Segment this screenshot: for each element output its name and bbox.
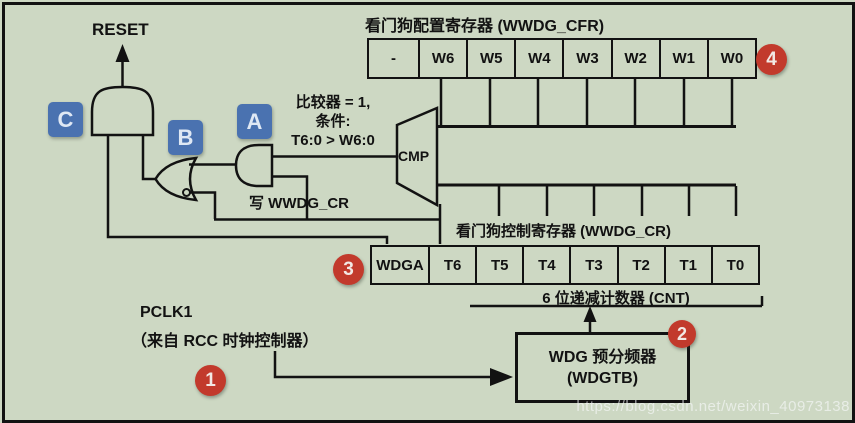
comparator-note-line2: 条件: [315,113,351,130]
comparator-note-line1: 比较器 = 1, [295,94,371,111]
write-wwdg-cr-label: 写 WWDG_CR [249,195,349,212]
cfr-bit-drops [439,79,734,125]
cfr-cell: W2 [610,40,659,77]
watermark-text: https://blog.csdn.net/weixin_40973138 [576,398,850,415]
comparator-note-line3: T6:0 > W6:0 [291,132,375,149]
and-gate-c [90,85,155,137]
pclk-route-line [273,351,492,379]
cfr-cell: W4 [514,40,562,77]
cfr-register: - W6 W5 W4 W3 W2 W1 W0 [367,38,757,79]
badge-1: 1 [195,365,226,396]
badge-3: 3 [333,254,364,285]
cr-register-title: 看门狗控制寄存器 (WWDG_CR) [456,223,671,240]
cfr-cell: - [391,50,396,67]
cnt-bracket [470,296,764,308]
cr-cell: T0 [710,247,758,283]
badge-4: 4 [756,44,787,75]
cnt-arrowhead [583,306,597,322]
pclk1-label: PCLK1 [140,304,193,321]
pclk1-source-label: （来自 RCC 时钟控制器） [131,333,319,350]
cr-cell: T2 [616,247,664,283]
cr-cell: WDGA [376,256,424,274]
cfr-cell: W3 [562,40,610,77]
b-inverted-input-line [189,191,217,219]
cnt-counter-label: 6 位递减计数器 (CNT) [542,290,690,307]
reset-label: RESET [92,20,149,39]
a-write-input-line [272,175,309,219]
cr-cell: T6 [428,247,475,283]
cmp-comparator [395,106,439,208]
cfr-cell: W6 [418,40,466,77]
cfr-cell: W5 [466,40,514,77]
and-gate-a [234,143,274,188]
comparator-note: 比较器 = 1, 条件: T6:0 > W6:0 [268,93,398,150]
cr-cell: T4 [522,247,569,283]
prescaler-label-line1: WDG 预分频器 [548,348,657,366]
c-input-line [141,135,156,181]
inverter-bubble [182,188,191,197]
clock-arrowhead [490,368,513,386]
cfr-cell: W1 [658,40,707,77]
cmp-label: CMP [398,148,430,164]
prescaler-label-line2: (WDGTB) [566,369,639,387]
cfr-cell: W0 [706,40,755,77]
tag-c: C [48,102,83,137]
tag-a: A [237,104,272,139]
or-gate-b [154,156,199,202]
reset-arrowhead [115,44,130,62]
prescaler-box: WDG 预分频器 (WDGTB) [515,332,690,403]
badge-2: 2 [668,320,696,348]
tag-b: B [168,120,203,155]
cr-cell: T3 [569,247,616,283]
cr-register: WDGA T6 T5 T4 T3 T2 T1 T0 [370,245,760,285]
cfr-register-title: 看门狗配置寄存器 (WWDG_CFR) [365,18,605,35]
cr-bit-drops [497,186,738,216]
cr-cell: T5 [475,247,522,283]
wdga-feedback-line [106,135,389,244]
cr-cell: T1 [663,247,711,283]
